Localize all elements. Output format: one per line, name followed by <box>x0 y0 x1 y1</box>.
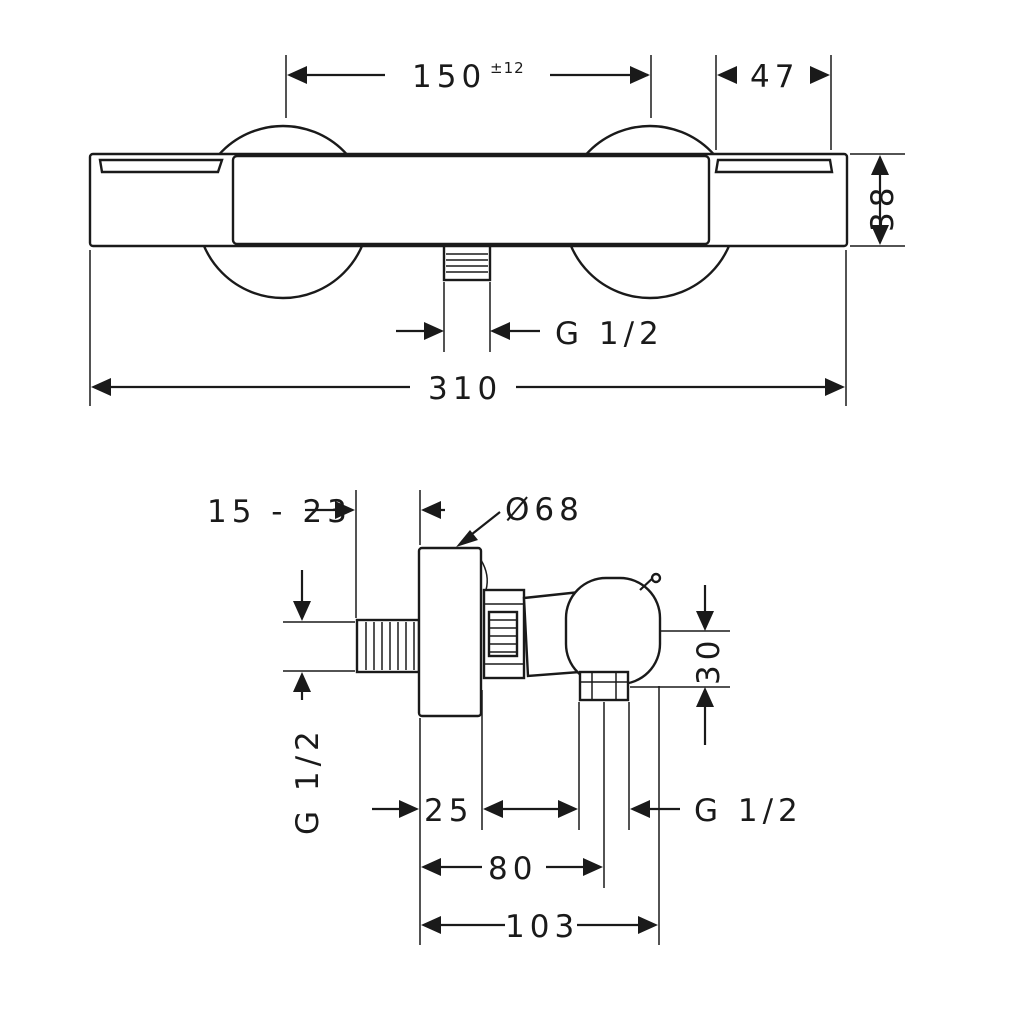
dim-total-depth-label: 103 <box>505 909 579 945</box>
dim-outlet-thread-top-label: G 1/2 <box>555 316 664 352</box>
bottom-outlet-nut <box>442 242 492 282</box>
outlet-nut-side <box>578 670 630 702</box>
dim-diameter-label: Ø68 <box>505 492 584 528</box>
top-view: 150 ±12 47 38 G 1/2 310 <box>88 55 905 407</box>
dim-spacing-label: 150 <box>412 59 486 95</box>
left-handle-slot <box>98 158 224 174</box>
side-view: 15 - 23 Ø68 G 1/2 30 25 G 1/2 <box>207 490 803 945</box>
dim-flange-depth-label: 25 <box>424 793 473 829</box>
dim-overall-width-label: 310 <box>428 371 502 407</box>
right-handle-slot <box>714 158 834 174</box>
dim-knob-width-label: 47 <box>750 59 799 95</box>
dim-outlet-height-label: 30 <box>691 636 727 685</box>
rosette-disc <box>417 546 483 718</box>
dim-depth-outlet-label: 80 <box>488 851 537 887</box>
threaded-inlet <box>355 618 421 674</box>
dim-inlet-thread-label: G 1/2 <box>290 726 326 835</box>
connector-nut <box>482 588 526 680</box>
central-housing <box>231 154 711 246</box>
dim-spacing-tolerance: ±12 <box>490 59 525 77</box>
dim-height-label: 38 <box>865 183 901 232</box>
dim-offset-range-label: 15 - 23 <box>207 494 352 530</box>
thermostat-knob <box>564 576 662 686</box>
dim-outlet-thread-side-label: G 1/2 <box>694 793 803 829</box>
